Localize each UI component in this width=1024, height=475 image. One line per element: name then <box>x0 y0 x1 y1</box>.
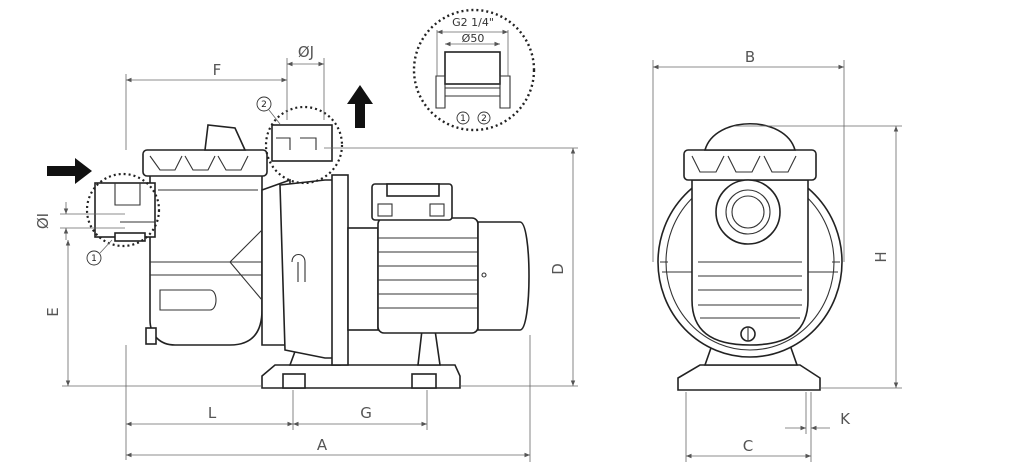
inlet-flow-arrow <box>47 158 92 184</box>
dim-label-B: B <box>745 48 755 66</box>
dim-label-E: E <box>44 307 62 316</box>
marker-label-2: 2 <box>261 100 267 110</box>
dim-label-L: L <box>208 404 217 422</box>
detail-marker-2 <box>477 111 491 125</box>
thread-detail <box>412 8 536 132</box>
detail-circle-inlet <box>85 172 161 248</box>
dim-label-J: ØJ <box>298 43 314 61</box>
dim-label-F: F <box>213 61 222 79</box>
dim-label-D: D <box>549 263 567 275</box>
detail-marker-1-label: 1 <box>460 114 466 124</box>
front-view <box>657 122 843 391</box>
outlet-flow-arrow <box>347 85 373 128</box>
marker-circle-1 <box>86 250 102 266</box>
thread-size-label: G2 1/4" <box>452 16 494 29</box>
marker-label-1: 1 <box>91 254 97 264</box>
dim-label-C: C <box>743 437 753 455</box>
dim-label-I: ØI <box>34 213 52 229</box>
detail-circle-outlet <box>264 105 344 185</box>
detail-marker-1 <box>456 111 470 125</box>
dim-label-K: K <box>840 410 851 428</box>
marker-circle-2 <box>256 96 272 112</box>
dim-label-H: H <box>872 251 890 262</box>
dim-label-A: A <box>317 436 328 454</box>
detail-marker-2-label: 2 <box>481 114 487 124</box>
dim-label-G: G <box>360 404 372 422</box>
diameter-label: Ø50 <box>462 32 485 45</box>
side-view <box>94 124 530 389</box>
